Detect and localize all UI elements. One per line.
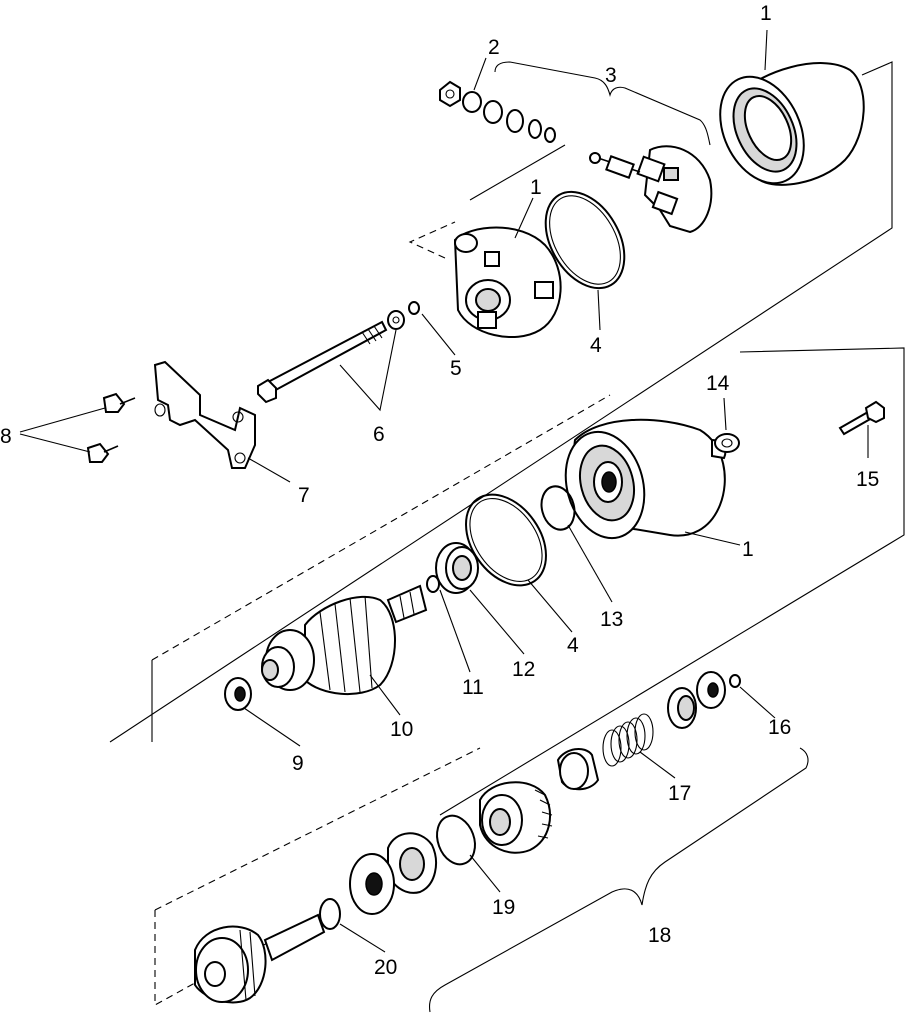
yoke-housing xyxy=(719,62,865,186)
bolt-15 xyxy=(838,400,885,436)
leader-lines xyxy=(19,29,869,953)
callout-5: 5 xyxy=(450,357,462,380)
clutch-halves xyxy=(349,832,437,915)
callout-12: 12 xyxy=(512,658,535,681)
drive-shaft-gear xyxy=(194,913,326,1004)
callout-14: 14 xyxy=(706,372,730,395)
callout-18: 18 xyxy=(648,924,671,947)
bracket-18 xyxy=(428,747,809,1013)
callout-11: 11 xyxy=(462,676,484,699)
o-ring-middle xyxy=(465,493,547,587)
o-ring-13 xyxy=(540,485,576,531)
callout-4-top: 4 xyxy=(590,334,602,357)
mounting-screws xyxy=(86,392,136,463)
washer-14 xyxy=(714,433,740,453)
callout-1-end-cover: 1 xyxy=(530,176,542,199)
callout-1-drive-housing: 1 xyxy=(742,538,754,561)
through-bolt xyxy=(257,310,405,404)
end-cover xyxy=(453,226,562,338)
small-o-ring xyxy=(408,301,420,315)
bearing-12 xyxy=(435,542,479,594)
callout-2: 2 xyxy=(488,36,500,59)
snap-ring-11 xyxy=(426,575,440,593)
callout-4-middle: 4 xyxy=(567,634,579,657)
callout-1-housing: 1 xyxy=(760,2,772,25)
callout-20: 20 xyxy=(374,956,397,979)
callout-15: 15 xyxy=(856,468,879,491)
bracket-3 xyxy=(494,61,711,146)
callout-labels: 1 2 3 1 4 5 6 7 8 14 15 1 13 4 12 11 10 … xyxy=(0,2,879,979)
callout-19: 19 xyxy=(492,896,515,919)
snap-ring-20 xyxy=(319,898,341,930)
drive-end-housing xyxy=(564,418,727,540)
callout-8: 8 xyxy=(0,425,12,448)
ring-19 xyxy=(436,814,476,866)
pinion-gear xyxy=(479,781,553,854)
callout-13: 13 xyxy=(600,608,623,631)
armature xyxy=(261,584,428,696)
mounting-bracket xyxy=(153,360,256,469)
callout-7: 7 xyxy=(298,484,310,507)
callout-17: 17 xyxy=(668,782,691,805)
ring-16 xyxy=(667,671,741,729)
callout-16: 16 xyxy=(768,716,791,739)
bushing-9 xyxy=(224,677,252,711)
nut-and-washers xyxy=(439,80,556,143)
callout-6: 6 xyxy=(373,423,385,446)
assembly-panels xyxy=(109,61,905,1006)
o-ring-top xyxy=(544,190,626,290)
callout-10: 10 xyxy=(390,718,413,741)
spring-17 xyxy=(556,713,654,791)
callout-3: 3 xyxy=(605,64,617,87)
brush-holder-plate xyxy=(589,145,713,234)
callout-9: 9 xyxy=(292,752,304,775)
